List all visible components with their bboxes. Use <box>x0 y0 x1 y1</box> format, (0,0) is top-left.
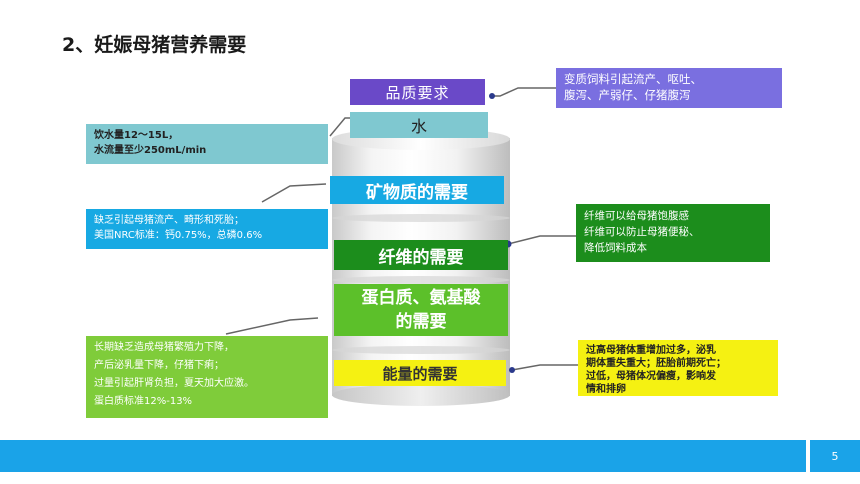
note-line: 情和排卵 <box>586 384 626 395</box>
note-line: 饮水量12～15L， <box>94 130 179 141</box>
note-line: 水流量至少250mL/min <box>94 145 207 156</box>
band-protein: 蛋白质、氨基酸的需要 <box>334 284 508 336</box>
connector-dot <box>509 367 515 373</box>
cylinder-bottom <box>332 384 510 406</box>
band-mineral: 矿物质的需要 <box>330 176 504 204</box>
connector-quality <box>490 87 556 97</box>
note-fiber: 纤维可以给母猪饱腹感 纤维可以防止母猪便秘、 降低饲料成本 <box>576 204 770 262</box>
connector-energy <box>511 364 578 371</box>
note-line: 蛋白质标准12%-13% <box>94 396 193 407</box>
note-line: 过量引起肝肾负担，夏天加大应激。 <box>94 378 254 389</box>
connector-protein <box>225 317 319 335</box>
note-line: 美国NRC标准：钙0.75%，总磷0.6% <box>94 230 263 241</box>
band-water: 水 <box>350 112 488 138</box>
connector-water <box>329 117 352 137</box>
note-line: 过高母猪体重增加过多，泌乳 <box>586 345 716 356</box>
page-title: 2、妊娠母猪营养需要 <box>62 34 247 56</box>
cylinder-ring <box>332 346 510 354</box>
note-line: 过低，母猪体况偏瘦，影响发 <box>586 371 716 382</box>
note-line: 降低饲料成本 <box>584 242 647 254</box>
connector-mineral <box>261 183 327 203</box>
note-line: 变质饲料引起流产、呕吐、 <box>564 72 702 86</box>
band-energy: 能量的需要 <box>334 360 506 386</box>
band-quality: 品质要求 <box>350 79 485 105</box>
cylinder-ring <box>332 276 510 284</box>
note-line: 纤维可以给母猪饱腹感 <box>584 210 689 222</box>
cylinder-ring <box>332 214 510 222</box>
note-line: 腹泻、产弱仔、仔猪腹泻 <box>564 88 691 102</box>
note-water: 饮水量12～15L， 水流量至少250mL/min <box>86 124 328 164</box>
page-number: 5 <box>810 440 860 472</box>
band-fiber: 纤维的需要 <box>334 240 508 270</box>
note-protein: 长期缺乏造成母猪繁殖力下降， 产后泌乳量下降，仔猪下痢； 过量引起肝肾负担，夏天… <box>86 336 328 418</box>
note-line: 产后泌乳量下降，仔猪下痢； <box>94 360 224 371</box>
connector-fiber <box>507 235 576 245</box>
note-energy: 过高母猪体重增加过多，泌乳 期体重失重大；胚胎前期死亡； 过低，母猪体况偏瘦，影… <box>578 340 778 396</box>
note-line: 纤维可以防止母猪便秘、 <box>584 226 700 238</box>
note-quality: 变质饲料引起流产、呕吐、 腹泻、产弱仔、仔猪腹泻 <box>556 68 782 108</box>
note-mineral: 缺乏引起母猪流产、畸形和死胎； 美国NRC标准：钙0.75%，总磷0.6% <box>86 209 328 249</box>
note-line: 缺乏引起母猪流产、畸形和死胎； <box>94 215 244 226</box>
footer-bar <box>0 440 806 472</box>
connector-dot <box>489 93 495 99</box>
note-line: 期体重失重大；胚胎前期死亡； <box>586 358 726 369</box>
band-protein-label: 蛋白质、氨基酸的需要 <box>361 288 481 332</box>
note-line: 长期缺乏造成母猪繁殖力下降， <box>94 342 234 353</box>
